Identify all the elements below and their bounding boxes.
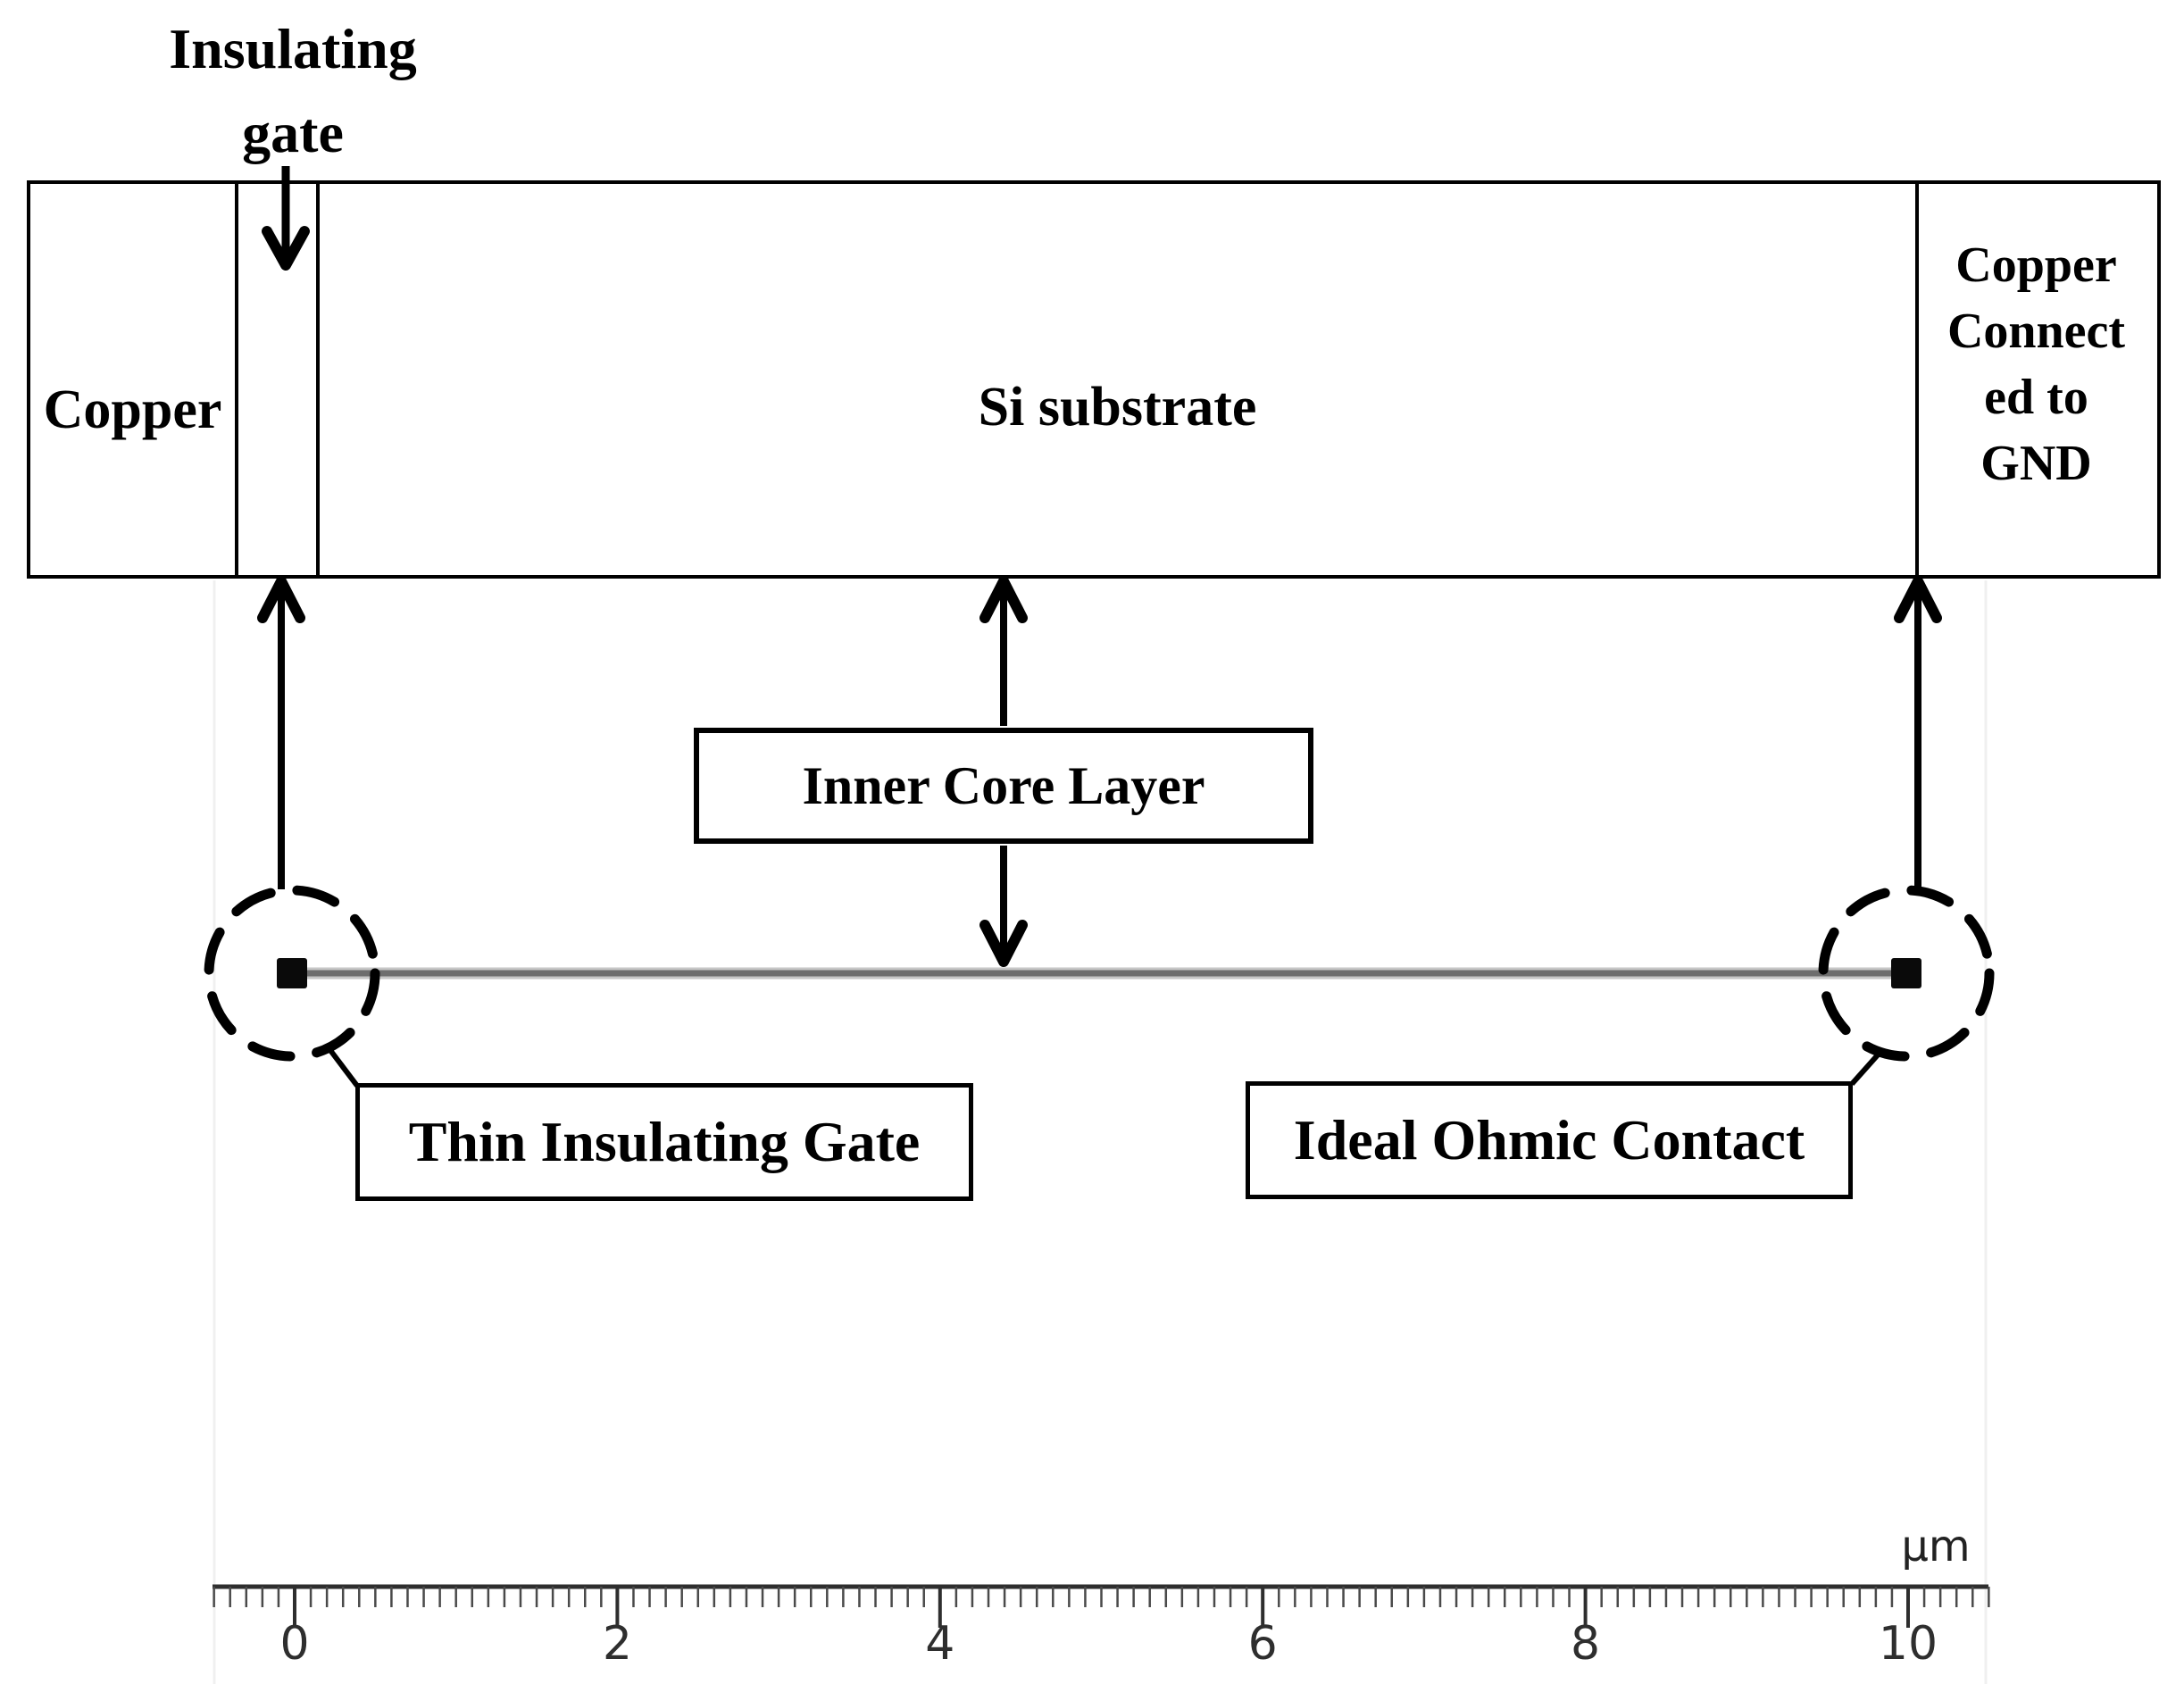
ohmic-connector-line [1849,1049,1884,1086]
inner-core-down-arrow-icon [979,846,1028,967]
ruler-tick-label: 2 [603,1617,632,1671]
copper-left-block: Copper [30,184,238,575]
insulating-gate-label: Insulating gate [70,7,516,175]
si-substrate-label: Si substrate [978,376,1257,438]
thin-gate-highlight-circle [204,885,380,1062]
right-up-arrow-icon [1894,576,1942,895]
micrometer-ruler: μm 0 2 4 6 8 10 [213,1521,1990,1671]
inner-core-layer-box: Inner Core Layer [694,728,1313,844]
device-structure: Copper Si substrate Copper Connect ed to… [27,180,2161,579]
thin-insulating-gate-label: Thin Insulating Gate [408,1110,921,1173]
copper-left-label: Copper [43,379,222,440]
ohmic-contact-highlight-circle [1818,885,1995,1062]
ruler-tick-label: 8 [1571,1617,1600,1671]
gate-contact-marker [277,958,307,988]
copper-right-block: Copper Connect ed to GND [1915,184,2157,575]
ideal-ohmic-contact-label: Ideal Ohmic Contact [1293,1108,1805,1171]
thin-gate-connector-line [324,1044,360,1088]
ruler-tick-label: 6 [1248,1617,1278,1671]
ideal-ohmic-contact-box: Ideal Ohmic Contact [1246,1081,1853,1199]
micrometer-unit-label: μm [1901,1521,1970,1571]
thin-insulating-gate-box: Thin Insulating Gate [355,1083,973,1201]
inner-core-up-arrow-icon [979,576,1028,726]
inner-core-layer-label: Inner Core Layer [802,755,1205,815]
ruler-tick-label: 0 [279,1617,309,1671]
si-substrate-block: Si substrate [316,184,1919,575]
left-up-arrow-icon [257,576,305,889]
insulating-gate-label-line1: Insulating [169,17,417,80]
ohmic-contact-marker [1891,958,1921,988]
insulating-gate-label-line2: gate [242,101,344,164]
copper-right-label: Copper Connect ed to GND [1946,238,2126,491]
ruler-tick-label: 4 [925,1617,954,1671]
ruler-tick-label: 10 [1879,1617,1938,1671]
